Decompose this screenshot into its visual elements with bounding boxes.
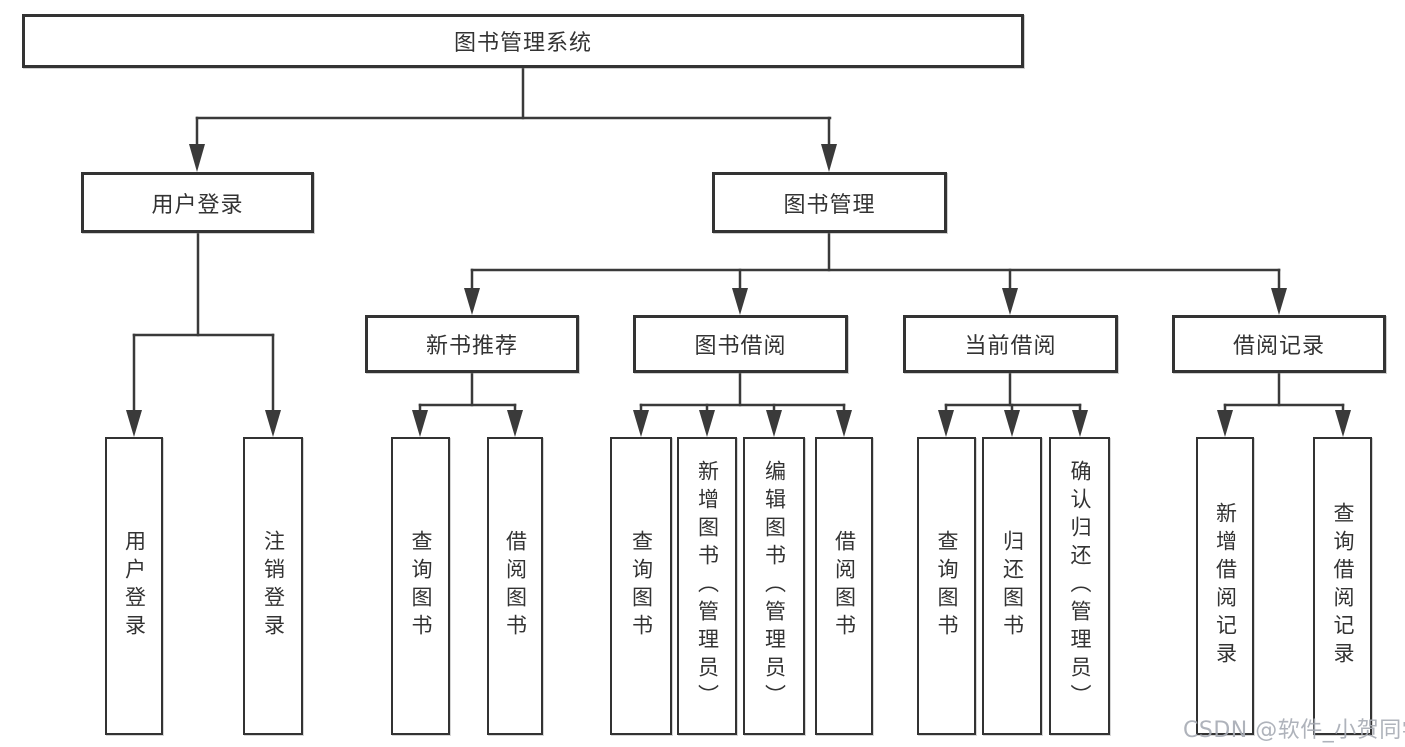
node-borrowing-records: 借阅记录 bbox=[1172, 315, 1386, 373]
leaf-query-books-recommend: 查询图书 bbox=[391, 437, 450, 735]
node-root-label: 图书管理系统 bbox=[453, 31, 592, 56]
leaf-borrow-books-borrowing: 借阅图书 bbox=[815, 437, 873, 735]
leaf-query-borrow-record: 查询借阅记录 bbox=[1313, 437, 1372, 735]
node-book-management-label: 图书管理 bbox=[783, 192, 876, 218]
leaf-confirm-return-admin: 确认归还（管理员） bbox=[1049, 437, 1110, 735]
leaf-add-borrow-record: 新增借阅记录 bbox=[1196, 437, 1254, 735]
leaf-confirm-return-admin-label: 确认归还（管理员） bbox=[1068, 460, 1092, 712]
leaf-query-books-current: 查询图书 bbox=[917, 437, 976, 735]
node-current-borrowing: 当前借阅 bbox=[903, 315, 1118, 373]
csdn-watermark: CSDN @软件_小贺同学 bbox=[1183, 718, 1405, 743]
node-root: 图书管理系统 bbox=[22, 14, 1024, 68]
leaf-edit-books-admin-label: 编辑图书（管理员） bbox=[762, 460, 787, 712]
leaf-add-books-admin: 新增图书（管理员） bbox=[677, 437, 737, 735]
leaf-logout-label: 注销登录 bbox=[261, 530, 286, 642]
leaf-query-borrow-record-label: 查询借阅记录 bbox=[1331, 502, 1355, 670]
leaf-query-books-current-label: 查询图书 bbox=[935, 530, 959, 642]
node-user-login-branch: 用户登录 bbox=[81, 172, 314, 233]
leaf-user-login-label: 用户登录 bbox=[122, 530, 147, 642]
leaf-user-login: 用户登录 bbox=[105, 437, 163, 735]
leaf-logout: 注销登录 bbox=[243, 437, 303, 735]
leaf-add-books-admin-label: 新增图书（管理员） bbox=[695, 460, 720, 712]
node-book-borrowing-label: 图书借阅 bbox=[694, 334, 787, 359]
node-book-borrowing: 图书借阅 bbox=[633, 315, 848, 373]
node-current-borrowing-label: 当前借阅 bbox=[964, 334, 1057, 359]
node-borrowing-records-label: 借阅记录 bbox=[1232, 334, 1325, 359]
leaf-borrow-books-borrowing-label: 借阅图书 bbox=[832, 530, 857, 642]
leaf-query-books-borrowing: 查询图书 bbox=[610, 437, 672, 735]
leaf-query-books-recommend-label: 查询图书 bbox=[409, 530, 433, 642]
leaf-query-books-borrowing-label: 查询图书 bbox=[629, 530, 654, 642]
node-user-login-branch-label: 用户登录 bbox=[151, 192, 244, 218]
node-new-book-recommend-label: 新书推荐 bbox=[425, 334, 518, 359]
leaf-add-borrow-record-label: 新增借阅记录 bbox=[1213, 502, 1238, 670]
leaf-return-books: 归还图书 bbox=[982, 437, 1042, 735]
leaf-borrow-books-recommend-label: 借阅图书 bbox=[503, 530, 528, 642]
node-book-management: 图书管理 bbox=[712, 172, 947, 233]
leaf-edit-books-admin: 编辑图书（管理员） bbox=[743, 437, 805, 735]
node-new-book-recommend: 新书推荐 bbox=[365, 315, 579, 373]
leaf-borrow-books-recommend: 借阅图书 bbox=[487, 437, 543, 735]
leaf-return-books-label: 归还图书 bbox=[1000, 530, 1025, 642]
